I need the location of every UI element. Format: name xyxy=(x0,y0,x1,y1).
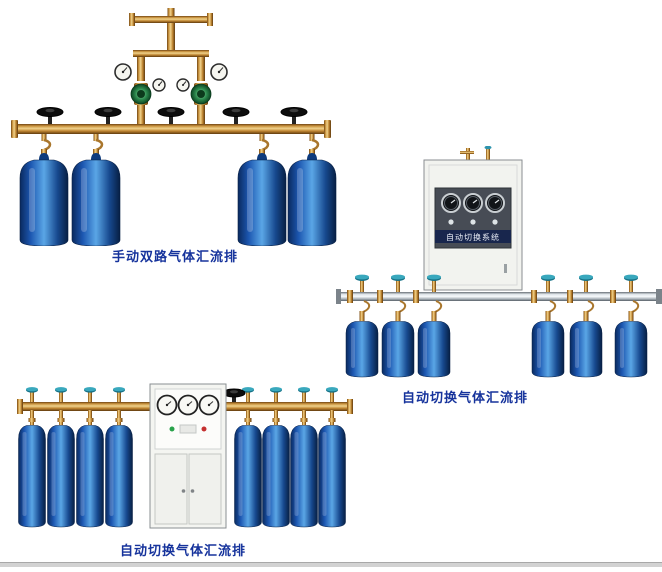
cabinet-gauge xyxy=(463,193,483,213)
gas-cylinder xyxy=(290,425,318,528)
valve-handwheel xyxy=(94,107,122,124)
pressure-gauge xyxy=(210,63,228,81)
inlet-pipe-assembly xyxy=(129,8,213,81)
manifold-pipe xyxy=(336,289,662,304)
gas-cylinder xyxy=(76,425,104,528)
door-knob xyxy=(190,489,195,493)
pressure-gauge xyxy=(114,63,132,81)
cabinet-door-left xyxy=(154,453,188,525)
auto-switch-manifold-illustration-1: 自动切换系统 xyxy=(336,146,662,378)
gas-cylinder xyxy=(234,425,262,528)
pressure-gauge xyxy=(152,78,166,92)
cabinet-gauge xyxy=(177,394,199,416)
cabinet-gauge xyxy=(441,193,461,213)
indicator-light xyxy=(448,219,454,225)
indicator-light-red xyxy=(201,426,207,432)
gas-cylinder xyxy=(105,425,133,528)
cabinet-gauge xyxy=(485,193,505,213)
cabinet-top-fittings xyxy=(460,146,492,160)
valve-handwheel xyxy=(157,107,185,124)
cabinet-door-right xyxy=(188,453,222,525)
pressure-regulator-right xyxy=(190,83,212,124)
connection-post xyxy=(427,274,441,292)
gas-cylinder xyxy=(569,311,603,378)
auto-switch-manifold-figure-2 xyxy=(16,376,358,534)
pressure-gauge xyxy=(176,78,190,92)
connection-post xyxy=(355,274,369,292)
auto-switch-manifold-figure-1: 自动切换系统 xyxy=(336,146,662,384)
gas-cylinder xyxy=(47,425,75,528)
gas-cylinder xyxy=(531,311,565,378)
cabinet-title: 自动切换系统 xyxy=(446,232,500,242)
connection-post xyxy=(579,274,593,292)
valve-handwheel xyxy=(280,107,308,124)
manual-dual-manifold-illustration xyxy=(11,8,337,246)
connection-risers xyxy=(26,387,338,403)
gas-cylinder xyxy=(318,425,346,528)
gas-cylinder xyxy=(417,311,451,378)
valve-handwheel xyxy=(222,107,250,124)
gas-cylinder xyxy=(18,425,46,528)
cylinder-valve-stems xyxy=(28,410,336,425)
indicator-light-green xyxy=(169,426,175,432)
caption-auto-switch-manifold-1: 自动切换气体汇流排 xyxy=(402,391,529,406)
control-cabinet xyxy=(149,383,227,529)
indicator-light xyxy=(492,219,498,225)
cabinet-switch-panel xyxy=(179,424,197,434)
control-cabinet: 自动切换系统 xyxy=(423,159,523,291)
pressure-regulator-left xyxy=(130,83,152,124)
manifold-pipe xyxy=(11,120,331,138)
gas-cylinder xyxy=(287,153,337,246)
manual-dual-manifold-figure xyxy=(4,6,338,246)
cabinet-door-handle xyxy=(504,264,507,273)
gas-cylinder xyxy=(237,153,287,246)
auto-switch-manifold-illustration-2 xyxy=(17,383,353,529)
door-knob xyxy=(181,489,186,493)
gas-cylinder xyxy=(614,311,648,378)
bottom-divider xyxy=(0,562,662,567)
connection-post xyxy=(541,274,555,292)
connection-post xyxy=(391,274,405,292)
cabinet-gauge xyxy=(198,394,220,416)
caption-manual-dual-manifold: 手动双路气体汇流排 xyxy=(112,250,239,265)
indicator-light xyxy=(470,219,476,225)
cabinet-gauge xyxy=(156,394,178,416)
gas-cylinder xyxy=(381,311,415,378)
pigtail-hoses xyxy=(362,300,640,313)
gas-cylinder xyxy=(71,153,121,246)
valve-handwheel xyxy=(36,107,64,124)
cabinet-nameplate xyxy=(435,230,511,243)
gas-cylinder xyxy=(345,311,379,378)
gas-cylinder xyxy=(19,153,69,246)
gas-cylinder xyxy=(262,425,290,528)
connection-post xyxy=(624,274,638,292)
caption-auto-switch-manifold-2: 自动切换气体汇流排 xyxy=(120,544,247,559)
